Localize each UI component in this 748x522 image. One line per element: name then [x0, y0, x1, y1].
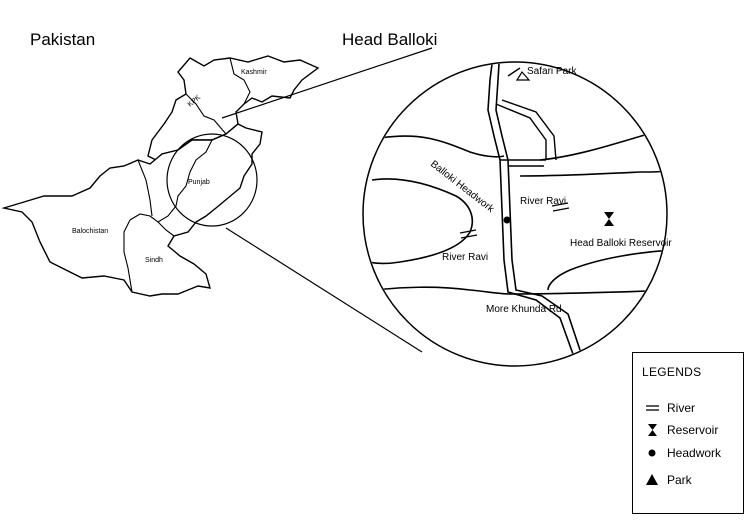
balochistan-label: Balochistan	[72, 228, 108, 235]
pakistan-title: Pakistan	[30, 30, 96, 49]
sindh-label: Sindh	[145, 257, 163, 264]
double-line-river-icon	[646, 405, 659, 411]
filled-triangle-park-icon	[646, 474, 658, 485]
inset-circle	[362, 61, 668, 367]
legend-label-park: Park	[667, 473, 692, 487]
road-left-line	[487, 63, 579, 365]
river-symbol-right	[551, 202, 570, 212]
river-ravi-left-label: River Ravi	[442, 252, 488, 263]
punjab-label: Punjab	[188, 179, 210, 186]
safari-park-label: Safari Park	[527, 66, 577, 77]
river-bank-right-lower	[547, 249, 666, 291]
kpk-border	[185, 93, 227, 135]
zoom-connector-top	[221, 47, 433, 119]
reservoir-label: Head Balloki Reservoir	[570, 238, 672, 249]
legend-label-reservoir: Reservoir	[667, 423, 719, 437]
road-label: More Khunda Rd	[486, 304, 562, 315]
river-ravi-top-label: River Ravi	[520, 196, 566, 207]
sindh-border	[123, 219, 175, 293]
pakistan-outline	[147, 55, 320, 161]
punjab-border	[129, 139, 213, 223]
park-access-road	[495, 67, 557, 161]
balochistan-border	[137, 159, 153, 217]
river-symbol-left	[459, 229, 478, 239]
head-balloki-title: Head Balloki	[342, 30, 438, 49]
reservoir-icon	[604, 212, 614, 226]
river-bank-lower-left	[367, 178, 474, 265]
filled-dot-headwork-icon	[648, 449, 656, 457]
legend-label-river: River	[667, 401, 696, 415]
legend-label-headwork: Headwork	[667, 446, 722, 460]
river-bank-bottom	[364, 286, 666, 295]
hourglass-reservoir-icon	[648, 424, 657, 436]
legend-title: LEGENDS	[642, 365, 702, 379]
river-bank-upper-left	[379, 135, 505, 158]
headwork-icon	[503, 216, 511, 224]
zoom-connector-bottom	[225, 227, 423, 353]
kashmir-label: Kashmir	[241, 69, 267, 76]
pakistan-mainland	[1, 123, 263, 297]
headwork-barrage	[500, 159, 546, 167]
punjab-highlight-circle	[166, 133, 258, 227]
legend-box: LEGENDS River Reservoir Headwork Park	[632, 352, 744, 514]
safari-park-icon	[515, 70, 531, 81]
kashmir-border	[229, 57, 251, 105]
inset-map-features	[364, 63, 666, 365]
road-right-line	[495, 63, 587, 365]
